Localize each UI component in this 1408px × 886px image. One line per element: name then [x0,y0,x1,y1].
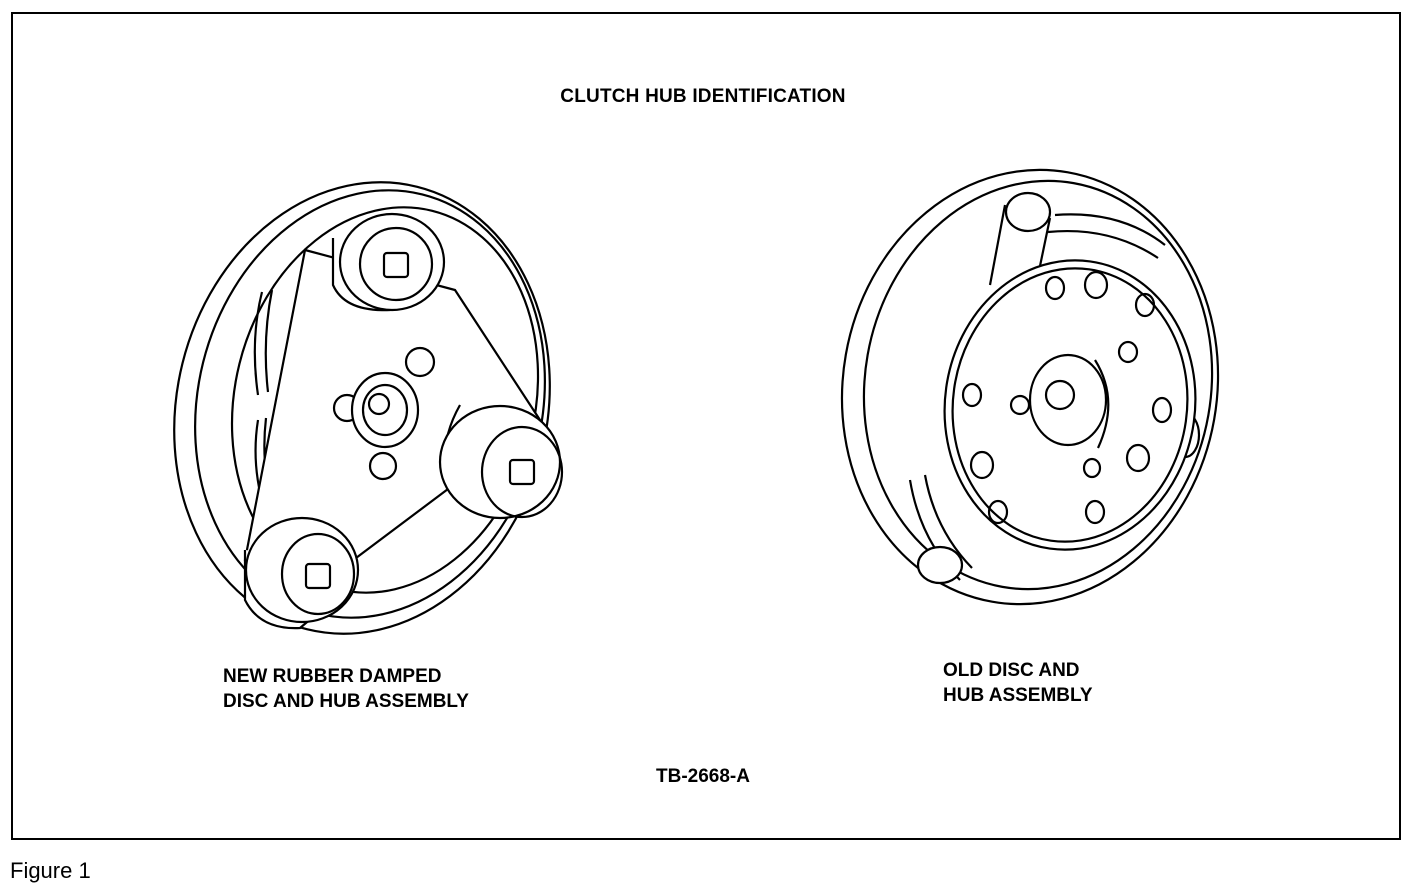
old-disc-hub-drawing [840,168,1220,606]
new-assembly-label-line1: NEW RUBBER DAMPED [223,666,442,687]
figure-frame: CLUTCH HUB IDENTIFICATION NEW RUBBER DAM… [11,12,1401,840]
old-assembly-label: OLD DISC AND HUB ASSEMBLY [943,658,1093,708]
figure-title: CLUTCH HUB IDENTIFICATION [560,86,846,107]
old-assembly-label-line1: OLD DISC AND [943,660,1080,681]
old-assembly-label-line2: HUB ASSEMBLY [943,685,1093,706]
new-disc-hub-drawing [173,181,564,635]
new-assembly-label-line2: DISC AND HUB ASSEMBLY [223,691,469,712]
figure-caption: Figure 1 [10,858,91,883]
new-assembly-label: NEW RUBBER DAMPED DISC AND HUB ASSEMBLY [223,664,469,714]
figure-code: TB-2668-A [656,766,750,787]
